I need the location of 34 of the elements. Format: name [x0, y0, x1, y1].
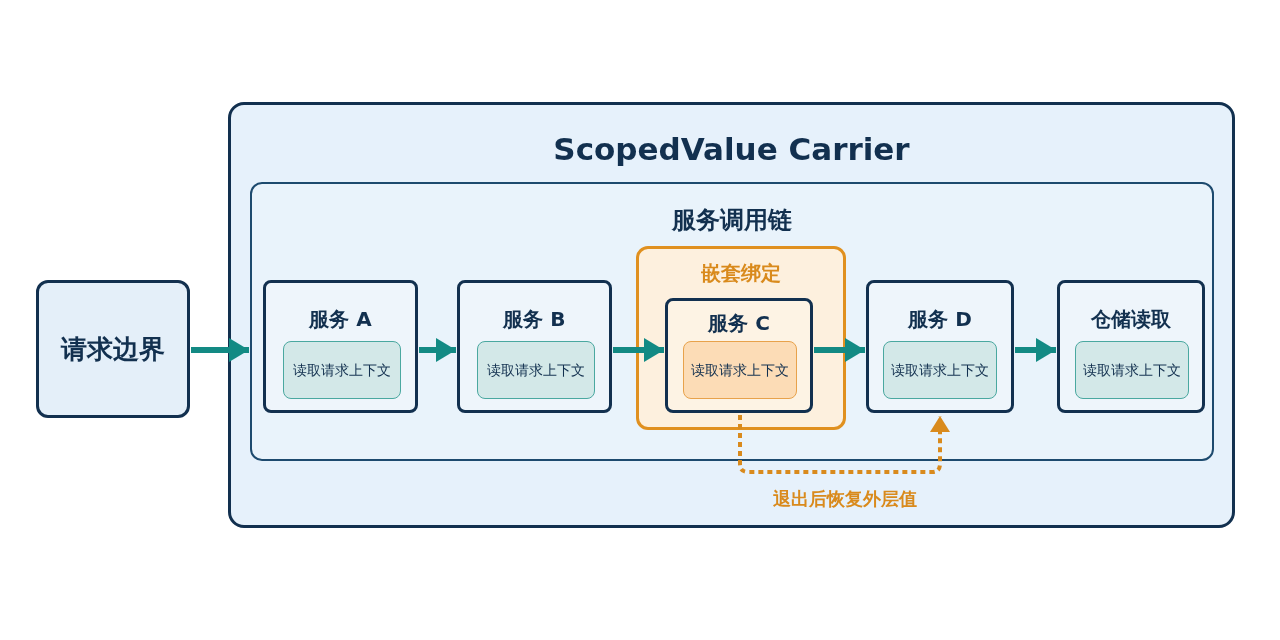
service-box: [866, 280, 1014, 413]
service-box: [263, 280, 418, 413]
step-text: 读取请求上下文: [691, 361, 789, 380]
arrow: [419, 338, 456, 362]
nested-binding-box: [636, 246, 846, 430]
arrow: [1015, 338, 1056, 362]
service-box: [665, 298, 813, 413]
step-text: 读取请求上下文: [1083, 361, 1181, 380]
read-step-box: [283, 341, 401, 399]
box-title: 仓储读取: [1091, 306, 1171, 333]
panel-title: 服务调用链: [672, 205, 792, 236]
box-title: 服务 C: [708, 310, 770, 337]
step-text: 读取请求上下文: [293, 361, 391, 380]
step-text: 读取请求上下文: [487, 361, 585, 380]
arrow: [191, 338, 249, 362]
arrow: [814, 338, 865, 362]
box-title: 嵌套绑定: [701, 260, 781, 287]
service-box: [457, 280, 612, 413]
panel-title: ScopedValue Carrier: [553, 130, 910, 169]
read-step-box: [883, 341, 997, 399]
read-step-box: [1075, 341, 1189, 399]
box-title: 服务 D: [908, 306, 972, 333]
box-title: 服务 B: [503, 306, 566, 333]
carrier-panel: [228, 102, 1235, 528]
boundary-box: [36, 280, 190, 418]
box-title: 请求边界: [61, 332, 165, 366]
box-title: 服务 A: [309, 306, 372, 333]
step-text: 读取请求上下文: [891, 361, 989, 380]
arrow: [738, 415, 950, 474]
service-box: [1057, 280, 1205, 413]
arrow: [613, 338, 664, 362]
read-step-box: [477, 341, 595, 399]
read-step-box: [683, 341, 797, 399]
chain-panel: [250, 182, 1214, 461]
